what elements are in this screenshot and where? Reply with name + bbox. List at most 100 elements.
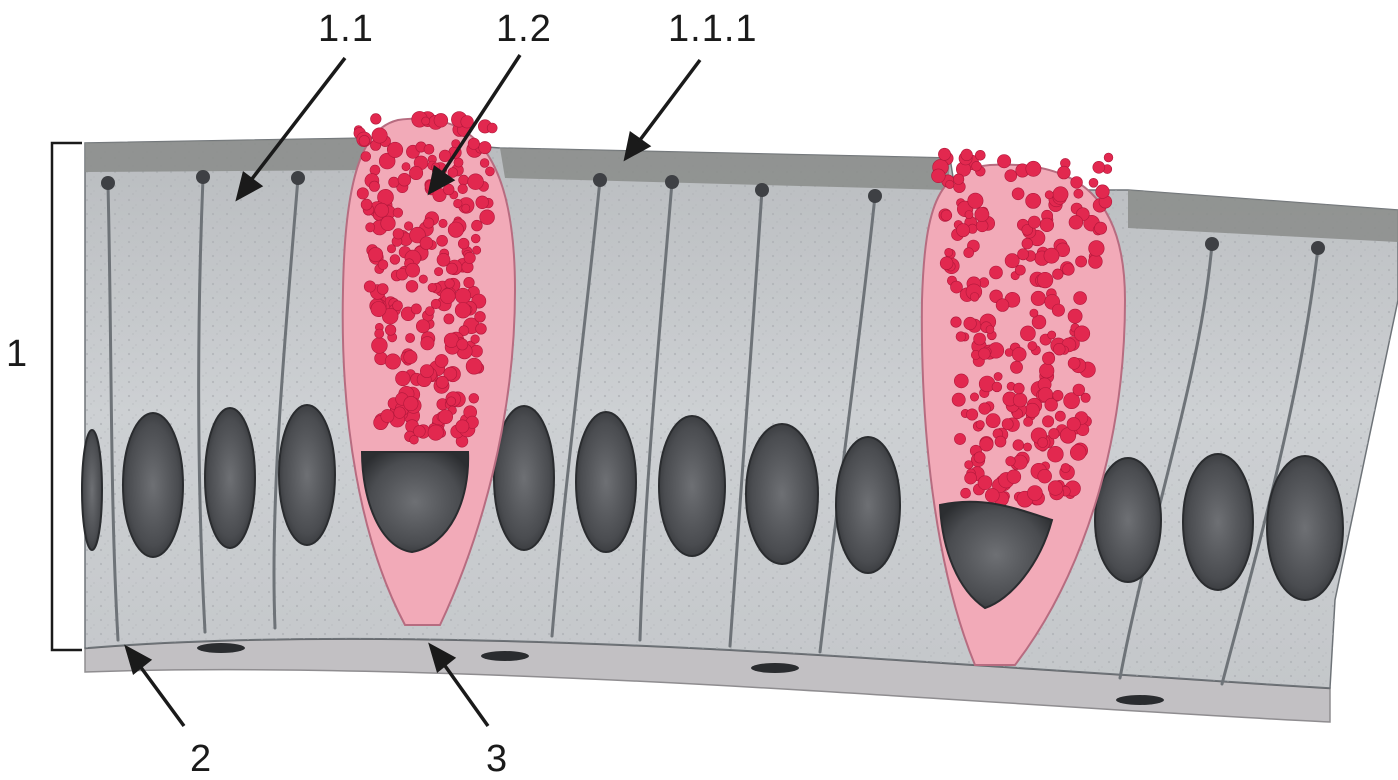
mucin-granule	[1042, 416, 1053, 427]
mucin-granule	[458, 238, 469, 249]
mucin-granule	[953, 174, 964, 185]
mucin-granule	[1018, 249, 1029, 260]
mucin-granule	[956, 332, 966, 342]
mucin-granule	[472, 220, 483, 231]
mucin-granule	[1013, 440, 1024, 451]
mucin-granule	[1068, 357, 1080, 369]
mucin-granule	[952, 393, 965, 406]
mucin-granule	[978, 476, 992, 490]
mucin-granule	[459, 175, 469, 185]
label-1-1-1: 1.1.1	[668, 10, 758, 48]
mucin-granule	[980, 438, 994, 452]
mucin-granule	[473, 246, 481, 254]
mucin-granule	[444, 314, 454, 324]
mucin-granule	[434, 113, 448, 127]
mucin-granule	[1022, 238, 1033, 249]
mucin-granule	[1005, 349, 1013, 357]
mucin-granule	[965, 461, 973, 469]
mucin-granule	[1020, 326, 1035, 341]
mucin-granule	[371, 302, 386, 317]
mucin-granule	[972, 161, 982, 171]
mucin-granule	[1014, 383, 1025, 394]
label-1: 1	[6, 335, 28, 373]
mucin-granule	[1025, 403, 1039, 417]
mucin-granule	[410, 435, 419, 444]
mucin-granule	[1028, 216, 1040, 228]
mucin-granule	[480, 159, 489, 168]
mucin-granule	[1074, 326, 1090, 342]
mucin-granule	[416, 320, 429, 333]
mucin-granule	[471, 234, 480, 243]
mucin-granule	[1006, 456, 1016, 466]
mucin-granule	[469, 393, 479, 403]
mucin-granule	[1038, 438, 1048, 448]
mucin-granule	[368, 247, 382, 261]
mucin-granule	[476, 196, 489, 209]
mucin-granule	[946, 180, 954, 188]
mucin-granule	[372, 128, 387, 143]
mucin-granule	[1053, 187, 1068, 202]
mucin-granule	[1053, 269, 1064, 280]
mucin-granule	[390, 255, 400, 265]
mucin-granule	[1049, 428, 1060, 439]
mucin-granule	[404, 350, 417, 363]
mucin-granule	[1070, 445, 1086, 461]
mucin-granule	[1012, 347, 1026, 361]
mucin-granule	[1058, 166, 1071, 179]
mucin-granule	[394, 407, 406, 419]
mucin-granule	[1007, 470, 1021, 484]
mucin-granule	[995, 436, 1006, 447]
mucin-granule	[1071, 177, 1083, 189]
mucin-granule	[1069, 215, 1083, 229]
mucin-granule	[970, 393, 978, 401]
mucin-granule	[940, 257, 953, 270]
mucin-granule	[1024, 417, 1033, 426]
mucin-granule	[468, 174, 484, 190]
mucin-granule	[369, 181, 379, 191]
mucin-granule	[406, 333, 415, 342]
mucin-granule	[1039, 363, 1054, 378]
mucin-granule	[396, 371, 411, 386]
mucin-granule	[1005, 254, 1019, 268]
mucin-granule	[1013, 393, 1027, 407]
mucin-granule	[485, 167, 494, 176]
mucin-granule	[455, 288, 470, 303]
mucin-granule	[1042, 352, 1054, 364]
mucin-granule	[393, 229, 404, 240]
mucin-granule	[951, 281, 963, 293]
mucin-granule	[1053, 343, 1065, 355]
mucin-granule	[996, 299, 1009, 312]
mucin-granule	[357, 188, 368, 199]
mucin-granule	[435, 354, 448, 367]
mucin-granule	[476, 323, 487, 334]
label-3: 3	[486, 740, 508, 778]
mucin-granule	[986, 414, 1000, 428]
mucin-granule	[997, 155, 1010, 168]
mucin-granule	[1045, 191, 1053, 199]
apical-band	[85, 138, 372, 172]
mucin-granule	[1040, 218, 1054, 232]
mucin-granule	[975, 150, 985, 160]
mucin-granule	[1005, 170, 1017, 182]
mucin-granule	[986, 326, 994, 334]
mucin-granule	[954, 433, 965, 444]
mucin-granule	[1095, 222, 1107, 234]
mucin-granule	[1038, 469, 1052, 483]
mucin-granule	[975, 207, 989, 221]
mucin-granule	[468, 138, 479, 149]
mucin-granule	[458, 184, 468, 194]
mucin-granule	[1104, 153, 1113, 162]
mucin-granule	[1026, 193, 1041, 208]
mucin-granule	[974, 333, 986, 345]
mucin-granule	[480, 210, 495, 225]
mucin-granule	[1010, 361, 1022, 373]
mucin-granule	[406, 280, 418, 292]
mucin-granule	[440, 289, 455, 304]
mucin-granule	[404, 396, 418, 410]
mucin-granule	[1048, 481, 1063, 496]
bracket-1	[52, 143, 82, 650]
mucin-granule	[966, 409, 977, 420]
mucin-granule	[994, 372, 1002, 380]
mucin-granule	[487, 123, 497, 133]
